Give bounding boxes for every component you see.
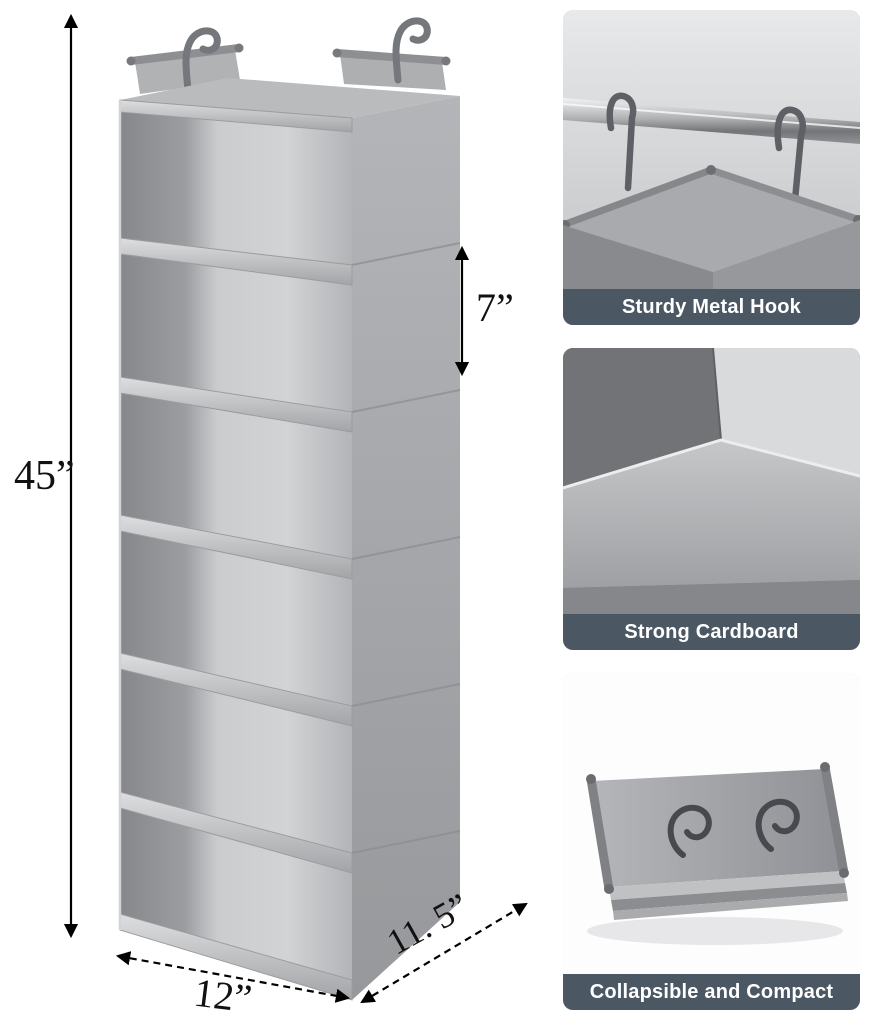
compartment (120, 531, 352, 706)
folded-layer (613, 893, 848, 920)
metal-hook-right-icon (392, 17, 431, 84)
rod-knob (332, 48, 342, 58)
dimension-label-height: 45” (14, 453, 75, 499)
dimension-label-width: 12” (191, 969, 255, 1022)
dimension-lines (63, 13, 528, 1004)
interior-back-wall (713, 348, 860, 476)
corner-seam (712, 348, 722, 441)
organizer-front-left (563, 225, 713, 289)
folded-layer (609, 871, 845, 900)
flat-hooks (667, 798, 800, 858)
rod-knob (839, 868, 849, 878)
metal-hook-right-icon (755, 798, 800, 852)
flap-rod-right (707, 166, 860, 224)
flap-rod-right (333, 49, 450, 65)
dimension-line-width (115, 951, 351, 1003)
interior-left-wall (563, 348, 721, 488)
rod-knob (234, 43, 244, 53)
rod-knob (604, 884, 614, 894)
metal-hook-left-icon (667, 804, 712, 858)
side-rod-left (586, 774, 614, 894)
inset-caption: Strong Cardboard (563, 614, 860, 650)
dimension-label-compartment: 7” (476, 285, 514, 330)
organizer-top (120, 78, 460, 118)
dimension-line-depth (360, 902, 528, 1004)
compartment (120, 393, 352, 559)
compartment (120, 808, 352, 980)
rod-knob (820, 762, 830, 772)
cardboard-shelf-surface (563, 440, 860, 588)
shelf-edge-highlight (563, 438, 860, 490)
metal-hook-left-icon (606, 92, 637, 192)
rod-knob (126, 56, 136, 66)
side-rod-right (820, 762, 849, 878)
inset-collapsible-compact: Collapsible and Compact (563, 673, 860, 1010)
inset-caption: Collapsible and Compact (563, 974, 860, 1010)
flap-rod-left (563, 166, 715, 229)
right-side-seams (351, 242, 461, 854)
cardboard-detail-photo (563, 348, 860, 614)
shelf-front-drop (563, 580, 860, 614)
organizer-front-right (713, 220, 860, 289)
organizer-top-closeup (563, 165, 860, 289)
inset-caption: Sturdy Metal Hook (563, 289, 860, 325)
rod-knob (586, 774, 596, 784)
hook-detail-photo (563, 10, 860, 289)
hanging-hooks (606, 92, 806, 204)
organizer-illustration (63, 13, 528, 1004)
metal-hooks (182, 17, 431, 94)
folded-layer (611, 883, 847, 911)
rod-knob (706, 165, 716, 175)
compartment (120, 112, 352, 265)
compartment (120, 254, 352, 412)
shadow (587, 917, 843, 945)
folded-organizer-photo (563, 673, 860, 974)
inset-strong-cardboard: Strong Cardboard (563, 348, 860, 650)
inset-sturdy-metal-hook: Sturdy Metal Hook (563, 10, 860, 325)
organizer-body (118, 78, 461, 1001)
folded-panel-top (591, 769, 843, 887)
metal-hook-left-icon (182, 27, 221, 94)
rod-knob (441, 56, 451, 66)
metal-hook-right-icon (774, 106, 806, 204)
